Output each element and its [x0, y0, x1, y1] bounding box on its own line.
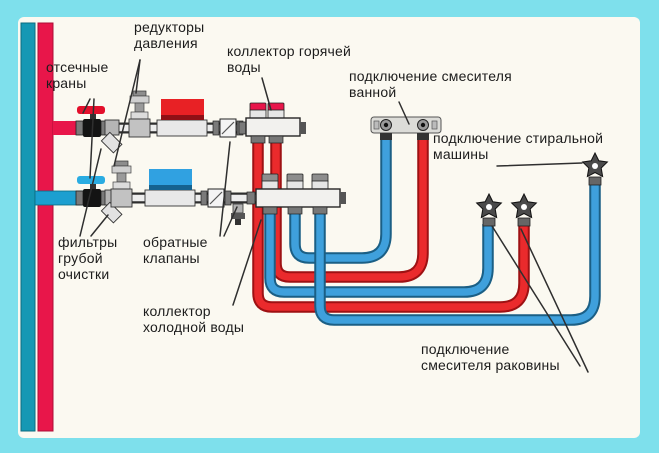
cold-pressure-reducer-icon	[110, 160, 133, 208]
washing-machine-cold-pipe	[314, 183, 601, 326]
hot-check-valve-icon	[212, 118, 244, 138]
label-check-valves: обратные клапаны	[143, 234, 208, 266]
hot-collector-icon	[238, 102, 306, 144]
label-hot-water-collector: коллектор горячей воды	[227, 43, 351, 75]
label-washing-machine-connection: подключение стиральной машины	[433, 130, 604, 162]
cold-shutoff-valve-icon	[75, 176, 109, 207]
cold-water-meter-icon	[144, 169, 196, 207]
label-bath-mixer-connection: подключение смесителя ванной	[349, 68, 512, 100]
cold-collector-icon	[246, 173, 346, 215]
washing-machine-star-tap-icon	[581, 151, 609, 186]
diagram-panel	[18, 17, 640, 438]
cold-main-pipe	[20, 22, 36, 432]
hot-main-pipe	[37, 22, 54, 432]
sink-hot-pipe	[252, 140, 530, 313]
hot-water-meter-icon	[156, 99, 208, 137]
label-coarse-filters: фильтры грубой очистки	[58, 234, 118, 282]
sink-cold-star-tap-icon	[475, 192, 503, 227]
label-pressure-reducers: редукторы давления	[134, 19, 205, 51]
bath-cold-pipe	[289, 136, 392, 264]
sink-cold-pipe	[264, 210, 494, 298]
bath-mixer-wall-plate-icon	[370, 116, 442, 140]
label-shutoff-valves: отсечные краны	[46, 59, 109, 91]
drain-valve-icon	[231, 203, 245, 225]
cold-check-valve-icon	[200, 188, 232, 208]
label-sink-mixer-connection: подключение смесителя раковины	[421, 341, 560, 373]
leader-lines	[79, 59, 589, 373]
bath-hot-pipe	[270, 136, 429, 283]
label-cold-water-collector: коллектор холодной воды	[143, 303, 245, 335]
sink-hot-star-tap-icon	[510, 192, 538, 227]
hot-pressure-reducer-icon	[128, 90, 151, 138]
